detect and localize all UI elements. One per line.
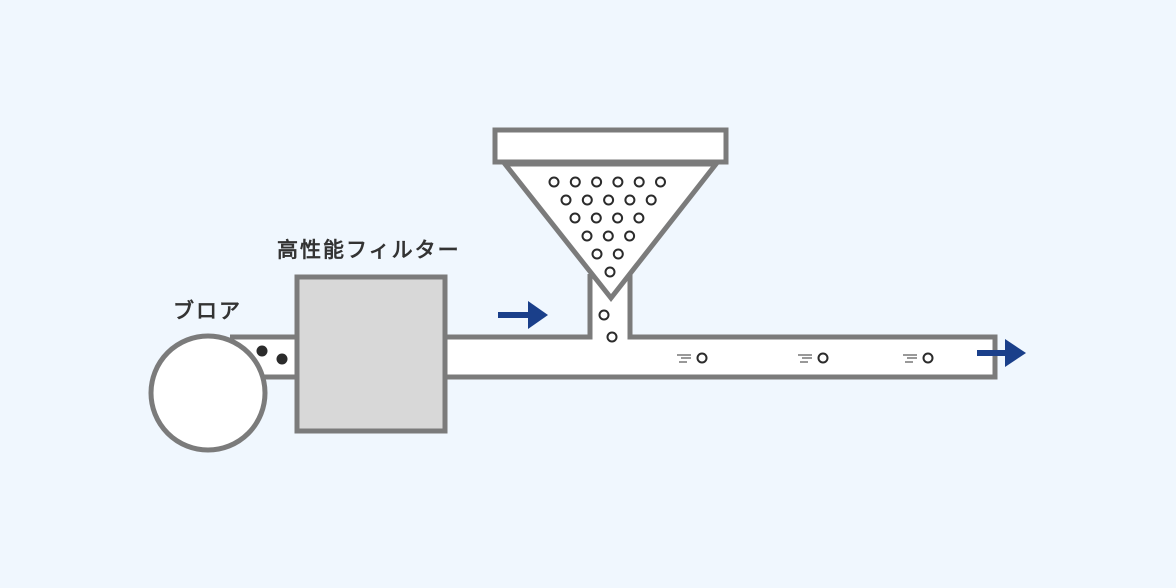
powder-particle <box>612 212 624 224</box>
moving-particle <box>798 352 829 364</box>
powder-particle <box>581 230 593 242</box>
powder-particle <box>569 212 581 224</box>
blower-label: ブロア <box>173 299 242 323</box>
powder-particle <box>548 176 560 188</box>
powder-particle <box>581 194 593 206</box>
powder-particle <box>655 176 666 188</box>
powder-particle <box>612 248 624 260</box>
high-performance-filter <box>294 274 448 434</box>
flow-arrow-icon <box>498 301 548 329</box>
hopper-lid <box>492 127 729 165</box>
powder-particle <box>602 230 614 242</box>
powder-particle <box>633 176 645 188</box>
powder-particle <box>624 230 636 242</box>
powder-particle <box>603 194 615 206</box>
powder-particle <box>591 248 603 260</box>
flow-arrow-icon <box>977 339 1026 367</box>
powder-particle <box>633 212 645 224</box>
hopper-particles <box>548 176 666 343</box>
powder-particle <box>612 176 624 188</box>
moving-particle <box>677 352 708 364</box>
powder-particle <box>606 331 618 343</box>
powder-particle <box>560 194 572 206</box>
pipe-particles <box>677 352 934 364</box>
powder-particle <box>598 309 610 321</box>
powder-particle <box>624 194 636 206</box>
powder-particle <box>591 176 603 188</box>
filter-label: 高性能フィルター <box>277 238 461 262</box>
powder-particle <box>590 212 602 224</box>
powder-particle <box>645 194 657 206</box>
powder-particle <box>569 176 581 188</box>
moving-particle <box>903 352 934 364</box>
dust-particle <box>256 345 268 357</box>
blower <box>148 333 268 453</box>
powder-particle <box>604 266 616 278</box>
dust-particle <box>276 353 288 365</box>
